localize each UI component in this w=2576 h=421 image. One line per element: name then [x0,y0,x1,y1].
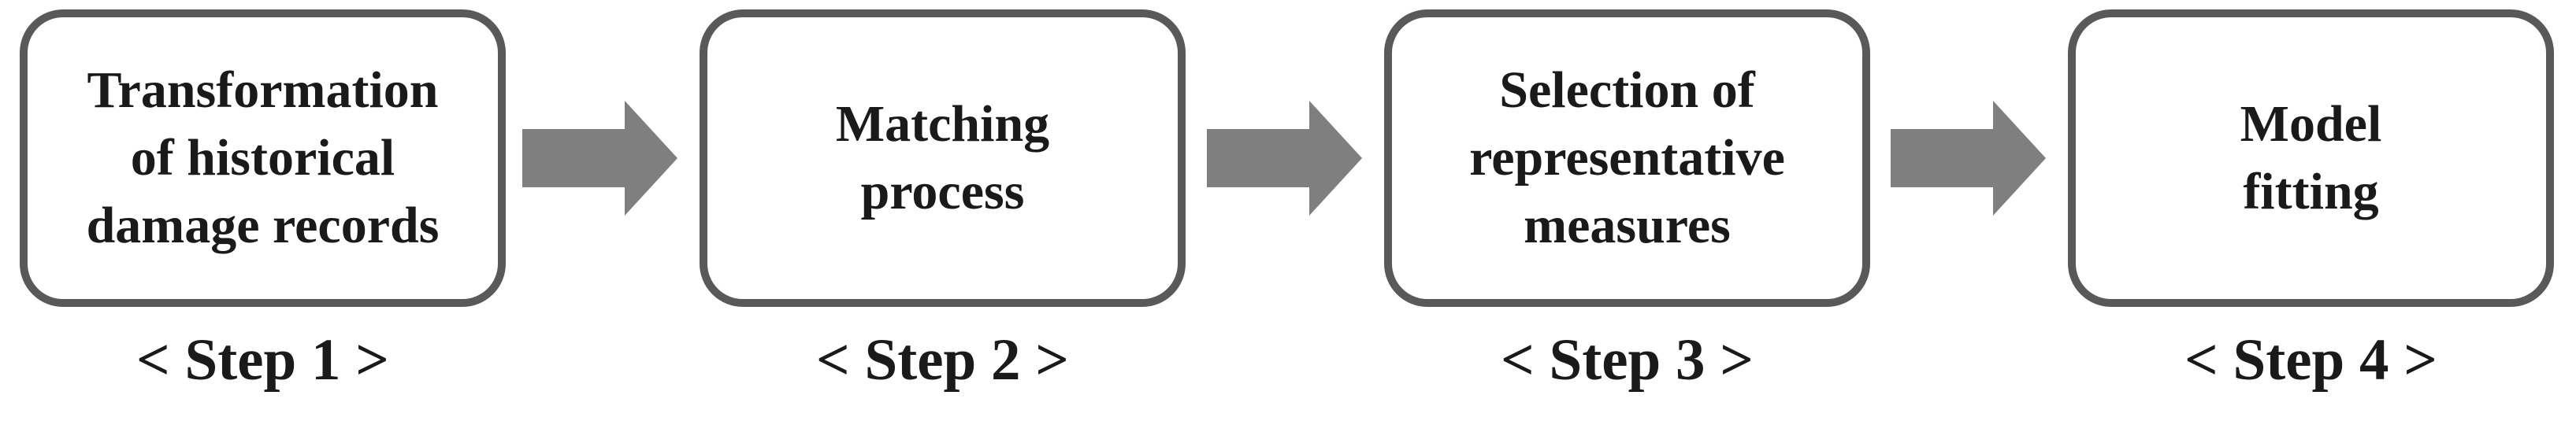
step-4-box: Model fitting [2068,9,2554,307]
step-2-box: Matching process [700,9,1186,307]
arrow-step3-to-step4 [1891,101,2046,216]
right-block-arrow-icon [1207,101,1362,216]
step-4-caption: < Step 4 > [2184,327,2437,393]
step-1: Transformation of historical damage reco… [20,9,506,397]
step-3-box-label: Selection of representative measures [1469,61,1785,254]
step-2-caption: < Step 2 > [816,327,1069,393]
right-block-arrow-icon [522,101,677,216]
step-4-box-label: Model fitting [2240,95,2382,220]
step-2: Matching process < Step 2 > [700,9,1186,397]
step-3-caption: < Step 3 > [1501,327,1754,393]
step-4: Model fitting < Step 4 > [2068,9,2554,397]
step-3: Selection of representative measures < S… [1384,9,1870,397]
step-1-caption: < Step 1 > [136,327,389,393]
arrow-step2-to-step3 [1207,101,1362,216]
step-1-box: Transformation of historical damage reco… [20,9,506,307]
arrow-step1-to-step2 [522,101,677,216]
step-3-box: Selection of representative measures [1384,9,1870,307]
step-1-box-label: Transformation of historical damage reco… [86,61,440,254]
step-2-box-label: Matching process [835,95,1050,220]
right-block-arrow-icon [1891,101,2046,216]
